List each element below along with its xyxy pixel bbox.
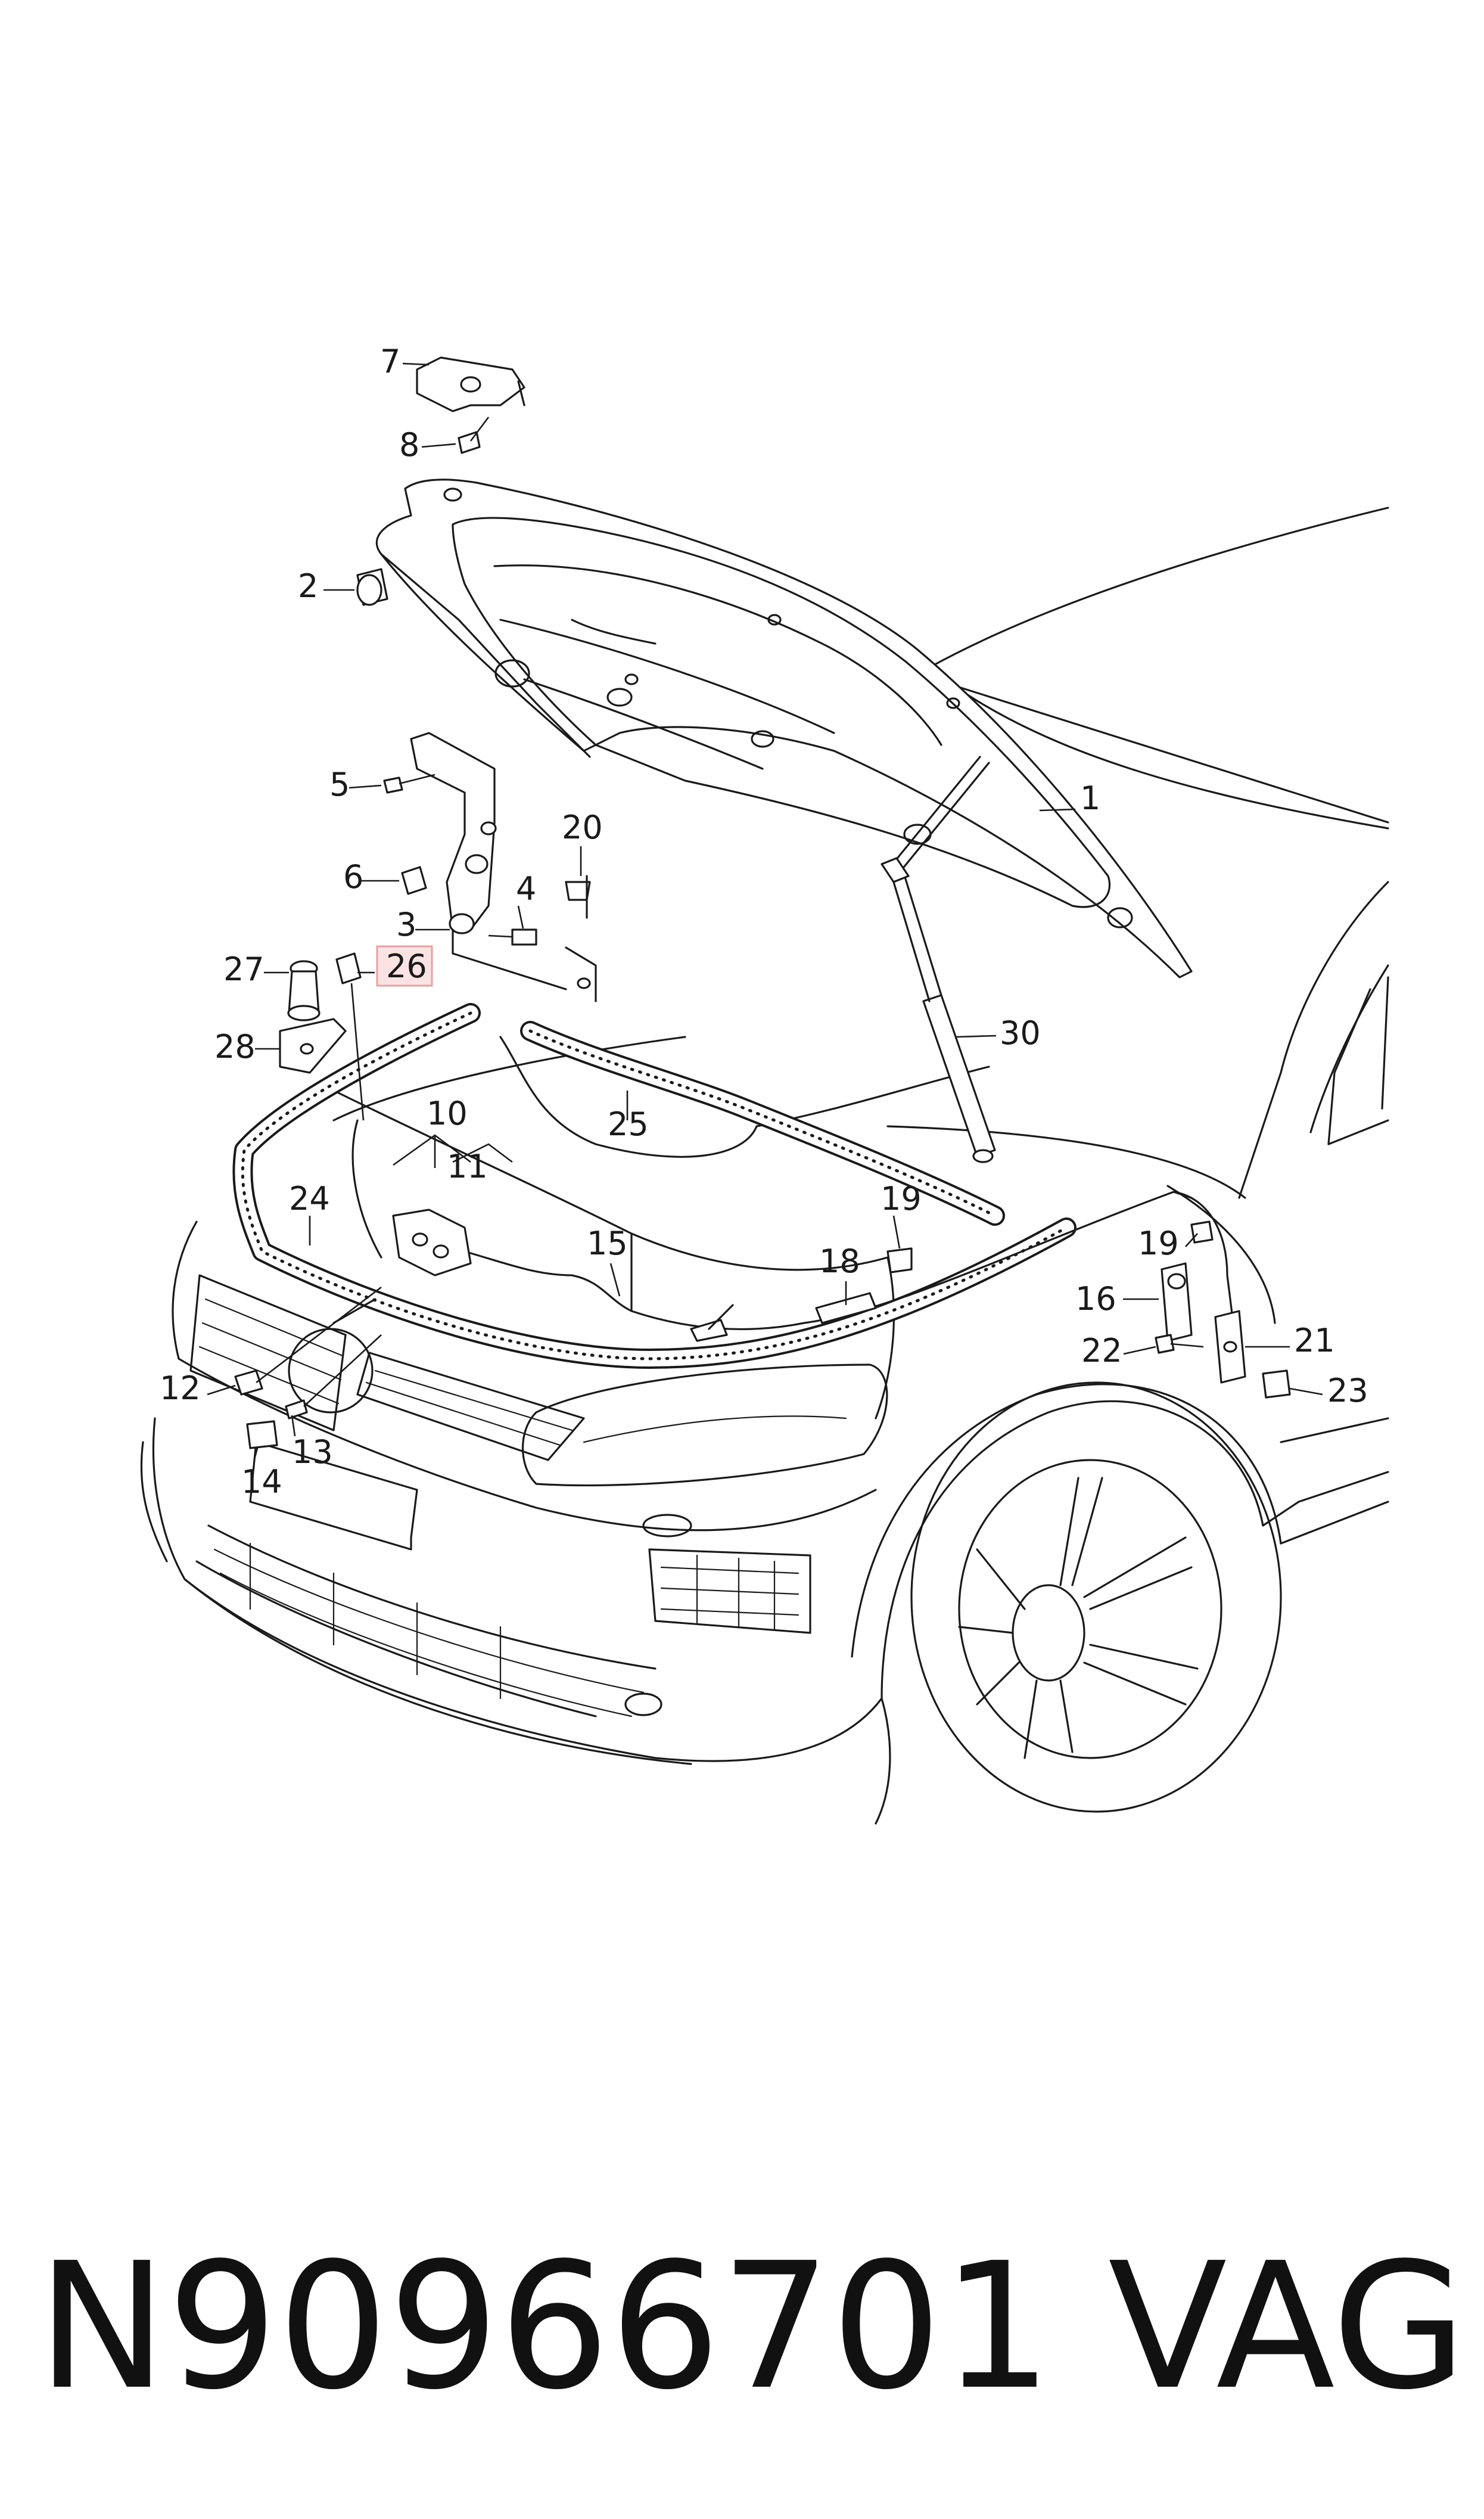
callout-21: 21: [1294, 1322, 1335, 1359]
bracket-16: [1161, 1262, 1193, 1342]
callout-26: 26: [386, 948, 427, 985]
callout-18: 18: [819, 1243, 860, 1280]
clip-19-left: [886, 1247, 913, 1274]
brand-name: VAG: [1108, 2225, 1467, 2428]
callout-19a: 19: [881, 1180, 922, 1217]
bolt-5: [383, 774, 435, 794]
bolt-4: [488, 928, 537, 946]
bonnet-hood: [375, 479, 1193, 979]
leader-lines: [207, 362, 1323, 1458]
seal-strips: [232, 1003, 1077, 1369]
callout-4: 4: [516, 870, 536, 908]
callout-30: 30: [1000, 1014, 1041, 1052]
callout-7: 7: [380, 343, 400, 380]
callout-28: 28: [214, 1028, 256, 1066]
callout-23: 23: [1327, 1372, 1368, 1409]
callout-19b: 19: [1138, 1225, 1179, 1262]
buffer-27: [287, 960, 321, 1021]
callout-25: 25: [608, 1105, 649, 1143]
callout-8: 8: [399, 426, 419, 464]
callout-3: 3: [396, 906, 416, 943]
callout-22: 22: [1081, 1332, 1122, 1369]
lock-10: [332, 1209, 472, 1324]
buffer-2: [356, 568, 388, 606]
bracket-28: [279, 1018, 347, 1074]
clip-23: [1262, 1369, 1291, 1399]
callout-5: 5: [329, 766, 350, 803]
callout-6: 6: [343, 858, 363, 896]
callout-27: 27: [223, 951, 265, 988]
holder-21: [1214, 1310, 1246, 1384]
callout-20: 20: [562, 809, 603, 846]
callout-2: 2: [298, 567, 318, 605]
bolt-8: [458, 417, 490, 454]
gas-strut: [881, 756, 996, 1163]
car-body-outline: [140, 507, 1389, 1825]
callout-13: 13: [292, 1433, 333, 1471]
clip-19-right: [1190, 1220, 1214, 1244]
callout-labels: 1 2 3 4 5 6 7 8 10 11 12 13 14 15 16 18 …: [160, 343, 1368, 1501]
clip-26: [335, 952, 365, 1121]
release-cable: [463, 1191, 1234, 1342]
hood-hinge: [410, 732, 597, 1002]
callout-15: 15: [587, 1225, 628, 1262]
part-number: N90966701: [37, 2225, 1053, 2428]
bolt-12: [234, 1286, 382, 1396]
callout-1: 1: [1080, 779, 1100, 817]
bolt-13: [285, 1334, 382, 1420]
callout-24: 24: [289, 1180, 330, 1217]
bolt-6: [401, 866, 427, 895]
callout-11: 11: [447, 1148, 488, 1185]
latch-handle: [416, 356, 525, 412]
screw-22: [1155, 1334, 1204, 1354]
highlight-box-26: [376, 945, 433, 987]
callout-16: 16: [1075, 1280, 1116, 1318]
clip-14: [246, 1420, 278, 1449]
callout-10: 10: [427, 1095, 468, 1132]
callout-12: 12: [160, 1369, 201, 1407]
callout-14: 14: [241, 1463, 282, 1501]
clip-20: [565, 875, 591, 919]
